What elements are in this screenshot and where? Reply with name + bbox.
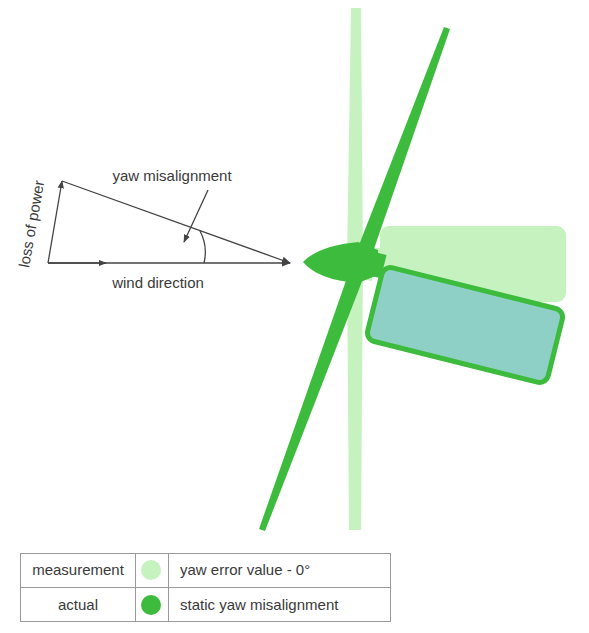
diagram-label: loss of power	[16, 179, 48, 269]
legend-swatch	[141, 560, 161, 580]
actual-turbine	[259, 27, 564, 531]
diagram-label: wind direction	[112, 275, 204, 292]
table-cell: static yaw misalignment	[180, 597, 338, 614]
table-cell: yaw error value - 0°	[180, 562, 310, 579]
legend-table	[21, 554, 391, 622]
legend-label: measurement	[32, 562, 124, 579]
legend-swatch	[141, 595, 161, 615]
diagram-label: yaw misalignment	[112, 168, 231, 185]
vector-diagram	[48, 181, 290, 263]
legend-label: actual	[58, 597, 98, 614]
